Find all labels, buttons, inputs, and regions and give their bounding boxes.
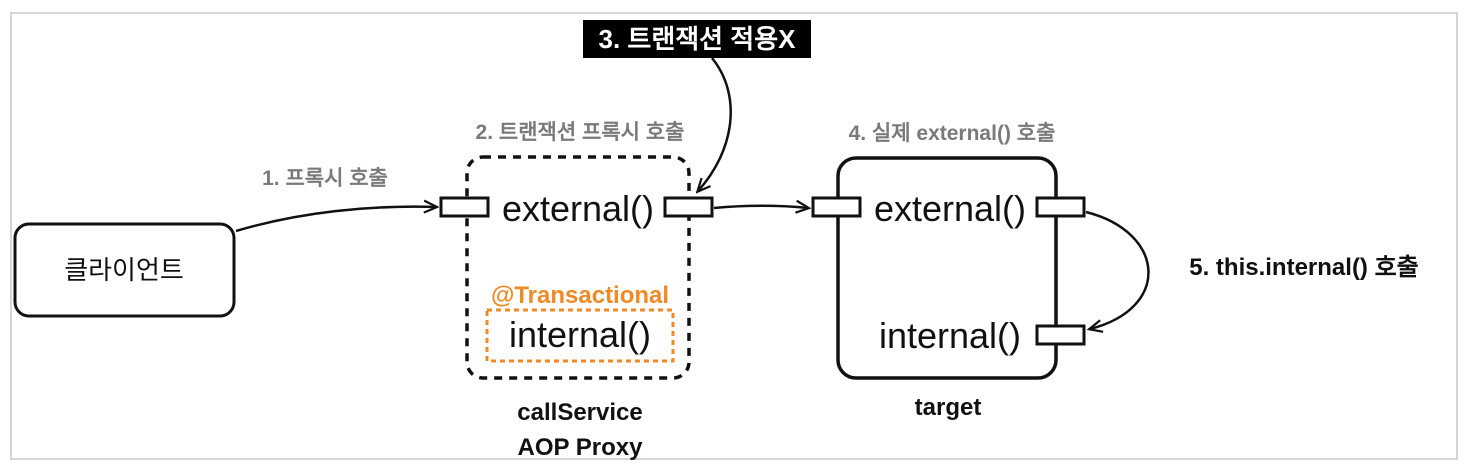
diagram-frame	[10, 12, 1458, 460]
proxy-external-in-port	[439, 196, 490, 218]
target-external-method: external()	[874, 188, 1026, 229]
proxy-node: external() @Transactional internal()	[439, 155, 714, 380]
target-caption: target	[915, 394, 982, 421]
proxy-caption-line1: callService	[517, 399, 642, 426]
arrow-callout-to-proxy	[698, 57, 732, 191]
target-external-in-port	[811, 196, 862, 218]
proxy-caption-line2: AOP Proxy	[518, 434, 644, 461]
target-node: external() internal()	[811, 156, 1086, 380]
step4-label: 4. 실제 external() 호출	[849, 122, 1056, 145]
target-internal-method: internal()	[879, 315, 1021, 356]
no-transaction-callout: 3. 트랜잭션 적용X	[583, 20, 811, 58]
step3-label: 3. 트랜잭션 적용X	[599, 24, 797, 54]
target-internal-port	[1035, 324, 1086, 346]
arrow-proxy-to-target	[713, 206, 808, 208]
proxy-internal-method: internal()	[509, 314, 651, 355]
proxy-external-out-port	[663, 196, 714, 218]
arrow-self-invocation	[1085, 210, 1150, 329]
proxy-internal-box	[485, 308, 675, 363]
step5-label: 5. this.internal() 호출	[1189, 254, 1419, 281]
arrow-client-to-proxy	[235, 207, 436, 233]
target-external-out-port	[1035, 196, 1086, 218]
transactional-annotation: @Transactional	[491, 282, 669, 309]
step2-label: 2. 트랜잭션 프록시 호출	[476, 121, 685, 144]
proxy-external-method: external()	[502, 188, 654, 229]
client-label: 클라이언트	[64, 255, 184, 285]
client-node: 클라이언트	[13, 222, 236, 318]
step1-label: 1. 프록시 호출	[262, 167, 388, 190]
